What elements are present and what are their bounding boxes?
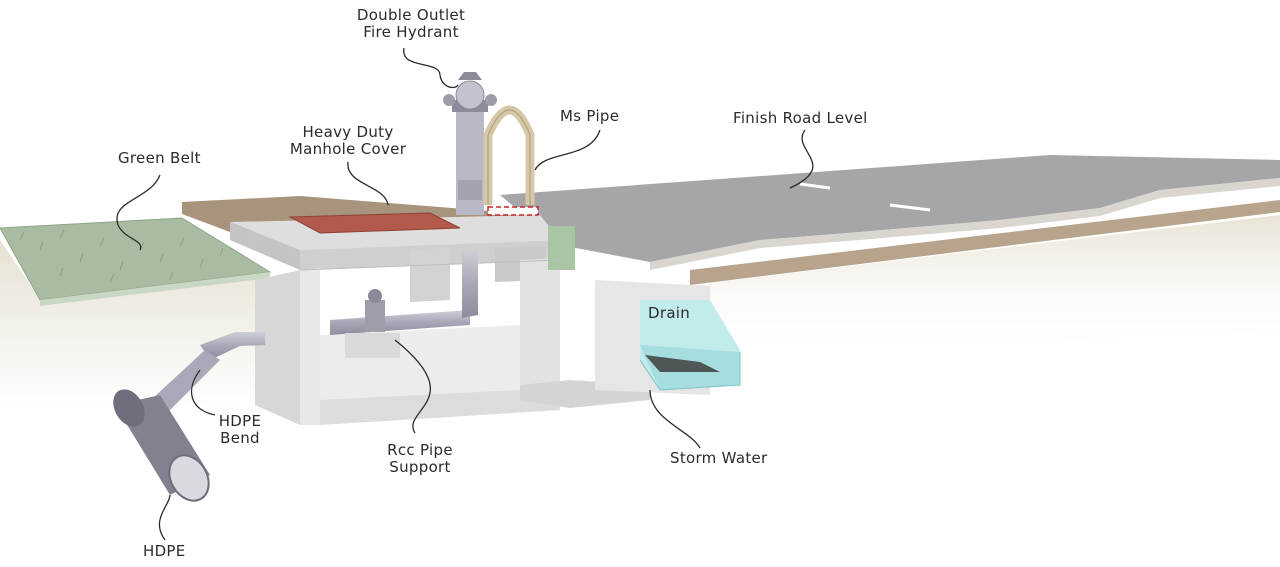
- leader-hdpe: [158, 494, 171, 541]
- rcc-pipe-support-block: [345, 333, 400, 358]
- label-manhole-cover-line2: Manhole Cover: [289, 140, 407, 158]
- label-hdpe-bend-line1: HDPE: [218, 412, 262, 430]
- leader-rcc-support: [394, 339, 431, 434]
- label-fire-hydrant: Double Outlet Fire Hydrant: [350, 7, 472, 41]
- label-rcc-pipe-support: Rcc Pipe Support: [375, 442, 465, 476]
- drain-channel: [520, 280, 741, 408]
- label-storm-water: Storm Water: [670, 449, 768, 467]
- label-finish-road-level: Finish Road Level: [733, 109, 868, 127]
- label-rcc-pipe-support-line1: Rcc Pipe: [387, 441, 453, 459]
- ms-pipe-arch: [483, 105, 539, 216]
- label-hdpe-bend: HDPE Bend: [205, 413, 275, 447]
- finish-road: [500, 155, 1280, 270]
- label-drain: Drain: [648, 304, 691, 322]
- label-fire-hydrant-line2: Fire Hydrant: [363, 23, 459, 41]
- leader-storm-water: [649, 389, 701, 449]
- leader-fire-hydrant: [403, 47, 459, 89]
- label-hdpe: HDPE: [143, 542, 186, 560]
- label-hdpe-bend-line2: Bend: [220, 429, 260, 447]
- leader-finish-road: [789, 129, 814, 189]
- valve-chamber: [230, 215, 575, 425]
- leader-manhole-cover: [347, 161, 389, 206]
- soil-right: [690, 200, 1280, 360]
- leader-green-belt: [116, 174, 161, 251]
- leader-lines: [116, 47, 814, 541]
- pipe-network: [113, 250, 478, 502]
- leader-ms-pipe: [534, 129, 601, 171]
- label-ms-pipe: Ms Pipe: [560, 107, 620, 125]
- leader-hdpe-bend: [191, 369, 216, 416]
- label-rcc-pipe-support-line2: Support: [389, 458, 451, 476]
- label-fire-hydrant-line1: Double Outlet: [356, 6, 466, 24]
- green-belt-area: [0, 217, 272, 306]
- fire-hydrant: [443, 72, 497, 215]
- label-green-belt: Green Belt: [118, 149, 201, 167]
- label-manhole-cover: Heavy Duty Manhole Cover: [283, 124, 413, 158]
- label-manhole-cover-line1: Heavy Duty: [302, 123, 394, 141]
- manhole-cover: [288, 212, 461, 234]
